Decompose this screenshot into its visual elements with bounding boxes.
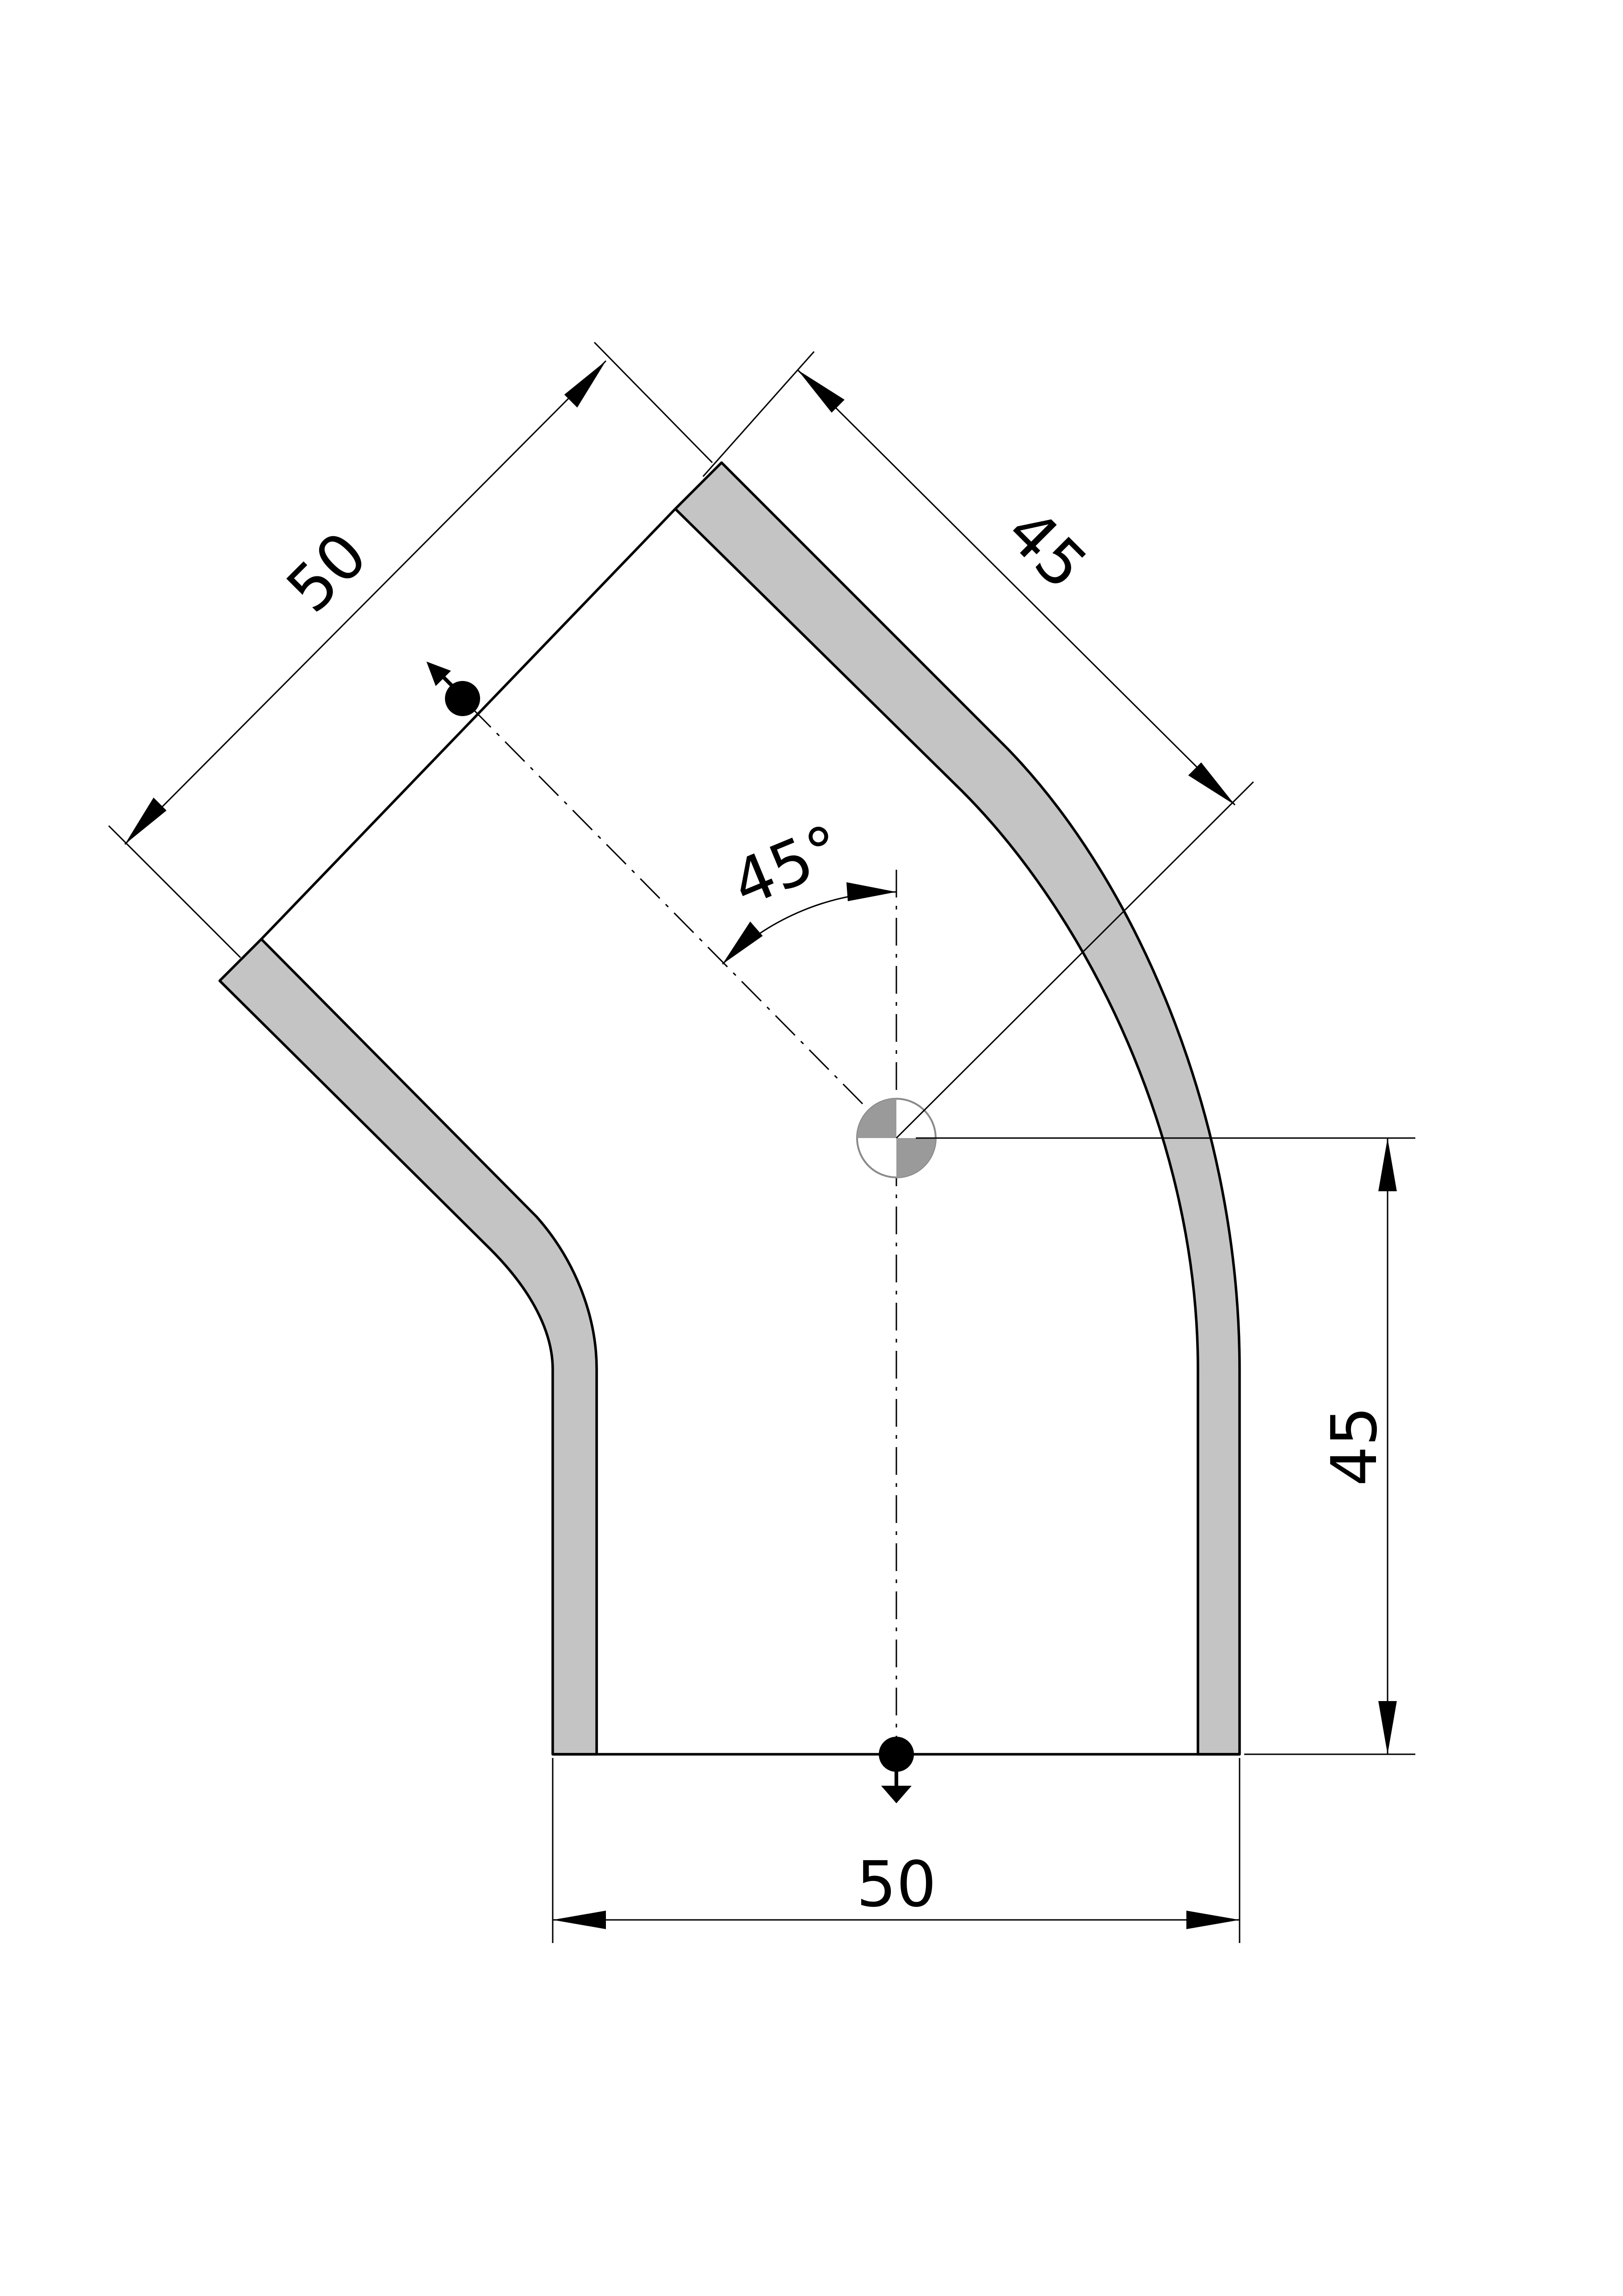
connection-port-arrow-down-icon <box>879 1737 914 1803</box>
center-lines <box>462 698 897 1753</box>
dimension-upper-width-label: 50 <box>273 518 381 626</box>
connection-port-arrow-up-left-icon <box>426 662 480 716</box>
dimension-bottom-width: 50 <box>552 1758 1240 1943</box>
diagonal-center-line <box>462 698 897 1139</box>
elbow-body <box>218 461 1241 1756</box>
dimension-bend-angle-label: 45° <box>722 811 853 921</box>
dimension-right-height: 45 <box>916 1137 1415 1755</box>
dimension-upper-width: 50 <box>108 341 713 959</box>
inner-wall <box>218 938 598 1756</box>
top-opening-line <box>260 508 676 940</box>
dimension-bottom-width-label: 50 <box>856 1848 936 1921</box>
dimension-bend-angle: 45° <box>722 811 897 965</box>
dimension-upper-length-label: 45 <box>992 495 1100 603</box>
dimension-right-height-label: 45 <box>1318 1406 1391 1486</box>
outer-wall <box>674 461 1241 1756</box>
